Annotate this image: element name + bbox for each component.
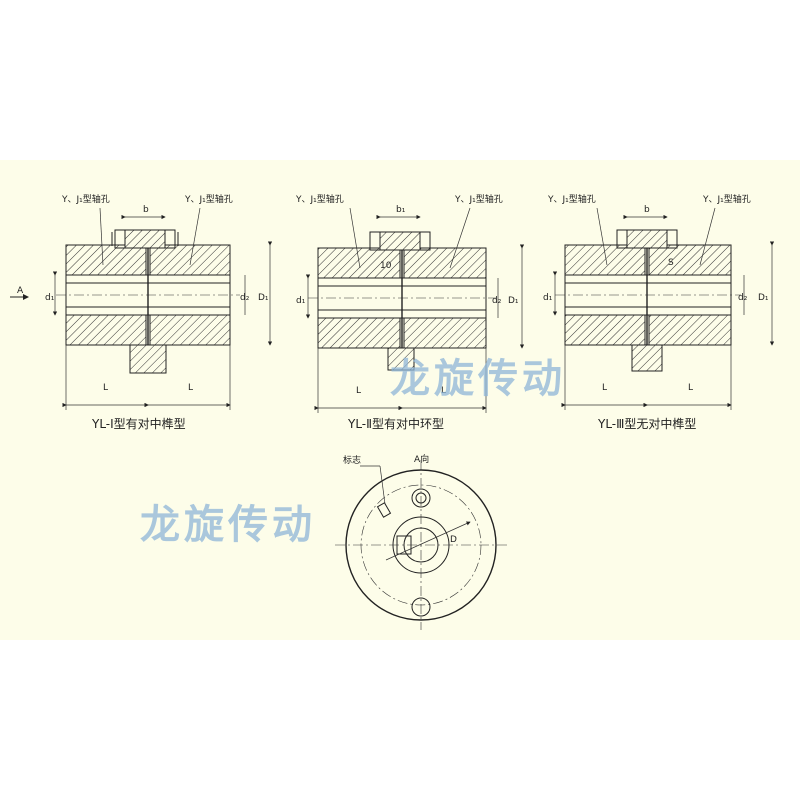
end-view-title: A向	[414, 453, 429, 465]
dim-D1-label: D₁	[758, 293, 769, 303]
dim-b-label: b	[644, 205, 650, 215]
spigot-bottom	[631, 344, 663, 372]
dim-L-right: L	[688, 383, 693, 393]
view-yl-2: b₁ 10 Y、J₁型轴孔 Y、J₁型轴孔 d₁ d₂ D₁ L L YL-Ⅱ型…	[295, 193, 525, 431]
dim-L-right: L	[441, 386, 446, 396]
view-yl-3: b S Y、J₁型轴孔 Y、J₁型轴孔 d₁ d₂ D₁ L L YL-Ⅲ型无对…	[543, 193, 775, 431]
dim-L-left: L	[103, 383, 108, 393]
drawing-sheet: A b Y、J₁型轴孔 Y、J₁型轴孔 d₁ d₂ D₁	[0, 160, 800, 640]
center-ring	[387, 347, 415, 371]
dim-b1-label: b₁	[396, 205, 406, 215]
direction-arrow-a: A	[10, 286, 29, 300]
dim-D1-label: D₁	[258, 293, 269, 303]
view-caption: YL-Ⅰ型有对中榫型	[91, 416, 186, 431]
bolt-hole-top	[411, 488, 431, 508]
right-bore-label: Y、J₁型轴孔	[702, 193, 751, 205]
view-yl-1: b Y、J₁型轴孔 Y、J₁型轴孔 d₁ d₂ D₁ L L YL-Ⅰ型有对中榫…	[45, 193, 273, 431]
dim-gap-label: 10	[380, 261, 392, 271]
watermark: 龙旋传动	[390, 356, 566, 402]
left-bore-label: Y、J₁型轴孔	[547, 193, 596, 205]
dim-L-right: L	[188, 383, 193, 393]
dim-L-left: L	[602, 383, 607, 393]
dim-gap-label: S	[668, 258, 674, 268]
left-bore-label: Y、J₁型轴孔	[295, 193, 344, 205]
dim-L-left: L	[356, 386, 361, 396]
coupling-drawing: A b Y、J₁型轴孔 Y、J₁型轴孔 d₁ d₂ D₁	[10, 193, 775, 630]
dim-b-label: b	[143, 205, 149, 215]
dim-D1-label: D₁	[508, 296, 519, 306]
direction-arrow-label: A	[17, 286, 24, 296]
dim-d1-label: d₁	[543, 293, 553, 303]
dim-d1-label: d₁	[45, 293, 55, 303]
dim-d2-label: d₂	[240, 293, 250, 303]
right-bore-label: Y、J₁型轴孔	[454, 193, 503, 205]
mark-label: 标志	[343, 454, 361, 466]
mark-slot	[376, 502, 392, 518]
dim-D-label: D	[450, 535, 457, 545]
dim-d2-label: d₂	[738, 293, 748, 303]
left-bore-label: Y、J₁型轴孔	[61, 193, 110, 205]
dim-d2-label: d₂	[492, 296, 502, 306]
view-caption: YL-Ⅱ型有对中环型	[347, 416, 444, 431]
right-bore-label: Y、J₁型轴孔	[184, 193, 233, 205]
bolt-hole-bottom	[411, 597, 431, 617]
view-caption: YL-Ⅲ型无对中榫型	[597, 416, 696, 431]
spigot-bottom	[129, 344, 167, 374]
dim-d1-label: d₁	[296, 296, 306, 306]
end-view-a: A向 标志 D	[335, 453, 507, 630]
watermark: 龙旋传动	[140, 502, 316, 548]
